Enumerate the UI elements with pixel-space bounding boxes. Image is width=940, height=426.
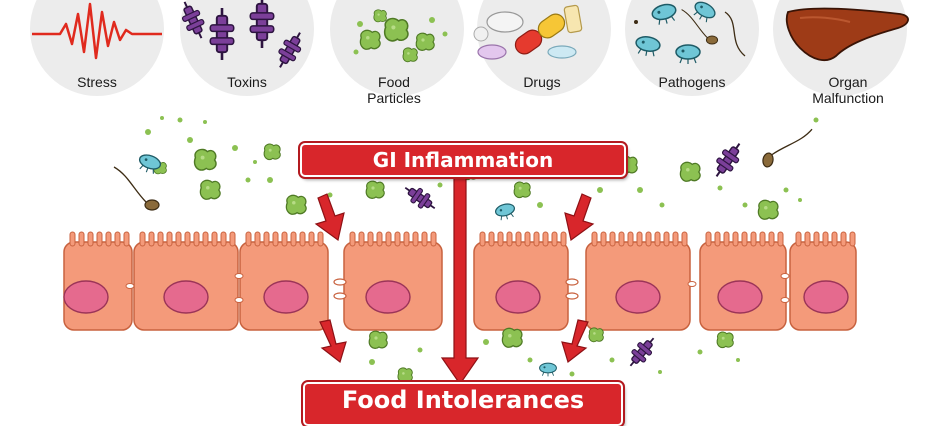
cause-label-food-particles: Food Particles xyxy=(367,74,421,106)
stress-wave-icon xyxy=(32,2,162,60)
gap-arrow-left-top xyxy=(314,193,345,242)
gut-inflammation-diagram xyxy=(30,0,909,386)
central-arrow xyxy=(440,171,480,386)
food-particles-icon xyxy=(353,9,448,63)
cause-label-organ-malfunction: Organ Malfunction xyxy=(812,74,884,106)
cause-label-toxins: Toxins xyxy=(227,74,267,90)
gap-arrow-right-top xyxy=(564,193,595,242)
epithelial-cell xyxy=(473,231,569,331)
gut-lumen-particles xyxy=(113,116,819,223)
liver-icon xyxy=(785,7,909,62)
gap-arrow-right-bottom xyxy=(561,319,589,364)
cause-label-pathogens: Pathogens xyxy=(658,74,726,90)
food-intolerances-banner: Food Intolerances xyxy=(303,382,623,426)
leaked-particles xyxy=(368,327,740,383)
epithelial-cell-layer xyxy=(63,231,857,331)
epithelial-cell xyxy=(239,231,329,331)
epithelial-cell xyxy=(63,231,133,331)
epithelial-cell xyxy=(133,231,239,331)
epithelial-cell xyxy=(343,231,443,331)
bacteria-icon xyxy=(633,0,746,65)
cause-organ-malfunction xyxy=(773,0,909,96)
epithelial-cell xyxy=(699,231,787,331)
cause-food-particles xyxy=(330,0,464,96)
epithelial-cell xyxy=(585,231,691,331)
cause-toxins xyxy=(175,0,314,96)
inflammation-arrows xyxy=(314,171,595,386)
cause-label-stress: Stress xyxy=(77,74,117,90)
epithelial-cell xyxy=(789,231,857,331)
cause-pathogens xyxy=(625,0,759,96)
cause-label-drugs: Drugs xyxy=(523,74,561,90)
cause-stress xyxy=(30,0,164,96)
cause-drugs xyxy=(473,0,611,96)
gap-arrow-left-bottom xyxy=(319,319,347,364)
gi-inflammation-banner: GI Inflammation xyxy=(300,143,626,177)
pills-icon xyxy=(473,4,583,60)
